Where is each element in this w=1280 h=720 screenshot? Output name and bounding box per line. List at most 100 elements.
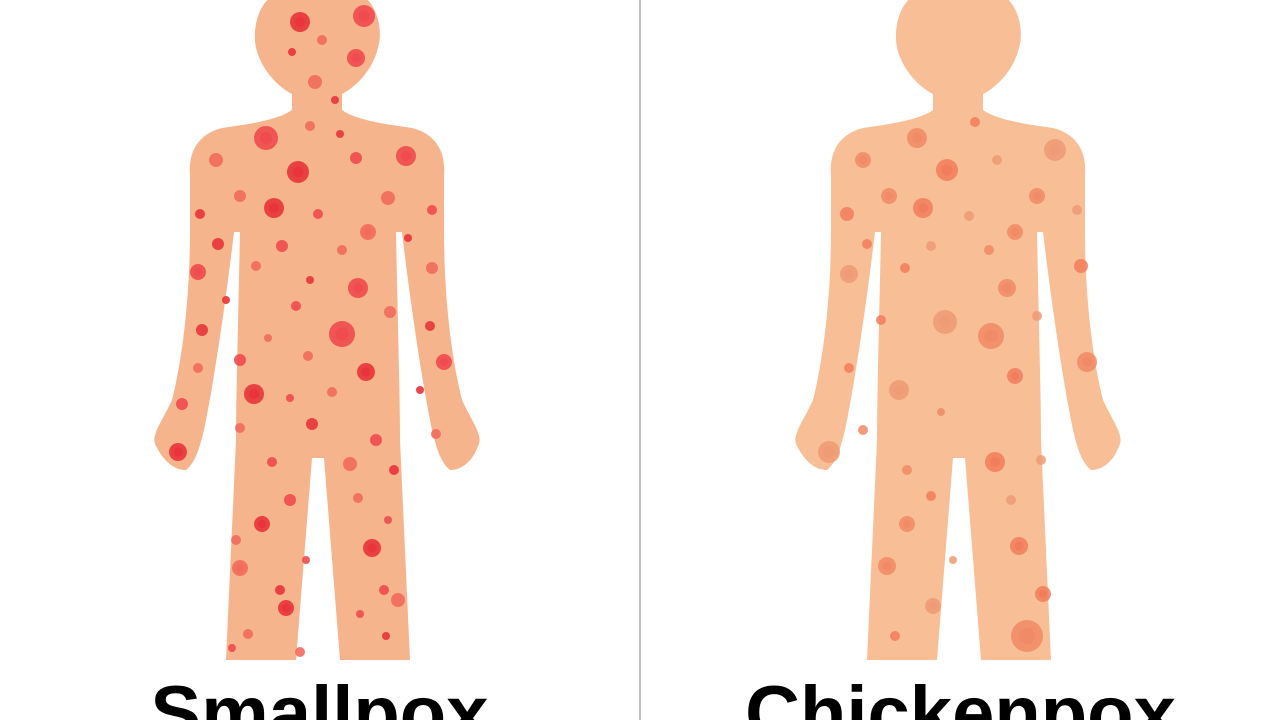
smallpox-rash-spot <box>384 516 392 524</box>
chickenpox-rash-spot-core <box>844 269 854 279</box>
smallpox-rash-spot <box>426 262 438 274</box>
smallpox-rash-spot <box>276 240 288 252</box>
smallpox-rash-spot <box>306 276 314 284</box>
smallpox-rash-spot <box>234 354 246 366</box>
smallpox-rash-spot <box>209 153 223 167</box>
smallpox-rash-spot <box>382 632 390 640</box>
chickenpox-rash-spot <box>876 315 886 325</box>
chickenpox-rash-spot-core <box>918 203 928 213</box>
smallpox-body-silhouette <box>154 0 480 660</box>
smallpox-rash-spot <box>427 205 437 215</box>
smallpox-rash-spot-core <box>292 166 304 178</box>
chickenpox-rash-spot <box>964 211 974 221</box>
chickenpox-rash-spot <box>900 263 910 273</box>
chickenpox-rash-spot-core <box>882 561 892 571</box>
smallpox-rash-spot <box>308 75 322 89</box>
smallpox-caption: Smallpox <box>150 671 489 720</box>
smallpox-rash-spot <box>425 321 435 331</box>
chickenpox-rash-spot-core <box>885 192 893 200</box>
smallpox-rash-spot-core <box>358 10 370 22</box>
smallpox-rash-spot <box>327 387 337 397</box>
smallpox-rash-spot-core <box>249 389 259 399</box>
chickenpox-rash-spots <box>818 117 1097 652</box>
chickenpox-rash-spot <box>984 245 994 255</box>
smallpox-rash-spot <box>193 363 203 373</box>
smallpox-rash-spot <box>196 324 208 336</box>
smallpox-figure <box>154 0 480 660</box>
smallpox-rash-spot <box>381 191 395 205</box>
chickenpox-caption: Chickenpox <box>745 671 1176 720</box>
smallpox-rash-spot <box>212 238 224 250</box>
smallpox-rash-spot <box>243 629 253 639</box>
chickenpox-rash-spot-core <box>1002 283 1012 293</box>
smallpox-rash-spot <box>370 434 382 446</box>
smallpox-rash-spot-core <box>335 327 349 341</box>
smallpox-rash-spot <box>336 130 344 138</box>
smallpox-rash-spot <box>251 261 261 271</box>
smallpox-rash-spot <box>356 610 364 618</box>
chickenpox-rash-spot-core <box>903 520 911 528</box>
chickenpox-rash-spot <box>970 117 980 127</box>
smallpox-rash-spot <box>235 423 245 433</box>
smallpox-rash-spot <box>313 209 323 219</box>
smallpox-rash-spot <box>195 209 205 219</box>
smallpox-rash-spot <box>305 121 315 131</box>
smallpox-rash-spot <box>337 245 347 255</box>
smallpox-rash-spot <box>275 585 285 595</box>
smallpox-rash-spot <box>302 556 310 564</box>
smallpox-rash-spot <box>291 301 301 311</box>
smallpox-rash-spot <box>306 418 318 430</box>
smallpox-rash-spot-core <box>295 17 305 27</box>
smallpox-rash-spot <box>353 493 363 503</box>
smallpox-rash-spot <box>234 190 246 202</box>
smallpox-rash-spot-core <box>351 53 361 63</box>
smallpox-rash-spot <box>267 457 277 467</box>
smallpox-rash-spot-core <box>269 203 279 213</box>
chickenpox-rash-spot <box>862 239 872 249</box>
chickenpox-rash-spot-core <box>1049 144 1061 156</box>
chickenpox-rash-spot-core <box>912 133 922 143</box>
chickenpox-rash-spot-core <box>894 385 904 395</box>
smallpox-rash-spot-core <box>173 447 183 457</box>
chickenpox-rash-spot-core <box>1019 628 1035 644</box>
chickenpox-rash-spot <box>1072 205 1082 215</box>
chickenpox-rash-spot-core <box>990 457 1000 467</box>
chickenpox-panel: Chickenpox <box>641 0 1280 720</box>
chickenpox-rash-spot <box>926 241 936 251</box>
smallpox-rash-spot <box>176 398 188 410</box>
smallpox-rash-spot <box>317 35 327 45</box>
chickenpox-rash-spot <box>858 425 868 435</box>
chickenpox-rash-spot <box>890 631 900 641</box>
smallpox-rash-spot <box>391 593 405 607</box>
chickenpox-rash-spot <box>926 491 936 501</box>
smallpox-rash-spot <box>264 334 272 342</box>
smallpox-rash-spots <box>169 5 452 657</box>
smallpox-rash-spot-core <box>364 228 372 236</box>
smallpox-panel: Smallpox <box>0 0 639 720</box>
chickenpox-rash-spot-core <box>941 164 953 176</box>
chickenpox-rash-spot <box>840 207 854 221</box>
smallpox-rash-spot-core <box>401 151 411 161</box>
smallpox-rash-spot <box>350 152 362 164</box>
chickenpox-rash-spot-core <box>1082 357 1092 367</box>
chickenpox-rash-spot <box>949 556 957 564</box>
chickenpox-rash-spot-core <box>1011 372 1019 380</box>
chickenpox-rash-spot-core <box>929 602 937 610</box>
smallpox-rash-spot <box>295 647 305 657</box>
smallpox-rash-spot <box>228 644 236 652</box>
chickenpox-rash-spot-core <box>939 316 951 328</box>
smallpox-rash-spot <box>404 234 412 242</box>
smallpox-rash-spot-core <box>236 564 244 572</box>
smallpox-rash-spot-core <box>260 132 272 144</box>
smallpox-rash-spot <box>288 48 296 56</box>
smallpox-rash-spot <box>431 429 441 439</box>
chickenpox-rash-spot <box>1036 455 1046 465</box>
chickenpox-rash-spot-core <box>1033 192 1041 200</box>
chickenpox-rash-spot <box>992 155 1002 165</box>
chickenpox-rash-spot <box>937 408 945 416</box>
chickenpox-rash-spot-core <box>1039 590 1047 598</box>
chickenpox-rash-spot <box>844 363 854 373</box>
smallpox-rash-spot <box>389 465 399 475</box>
smallpox-rash-spot-core <box>282 604 290 612</box>
chickenpox-rash-spot <box>902 465 912 475</box>
